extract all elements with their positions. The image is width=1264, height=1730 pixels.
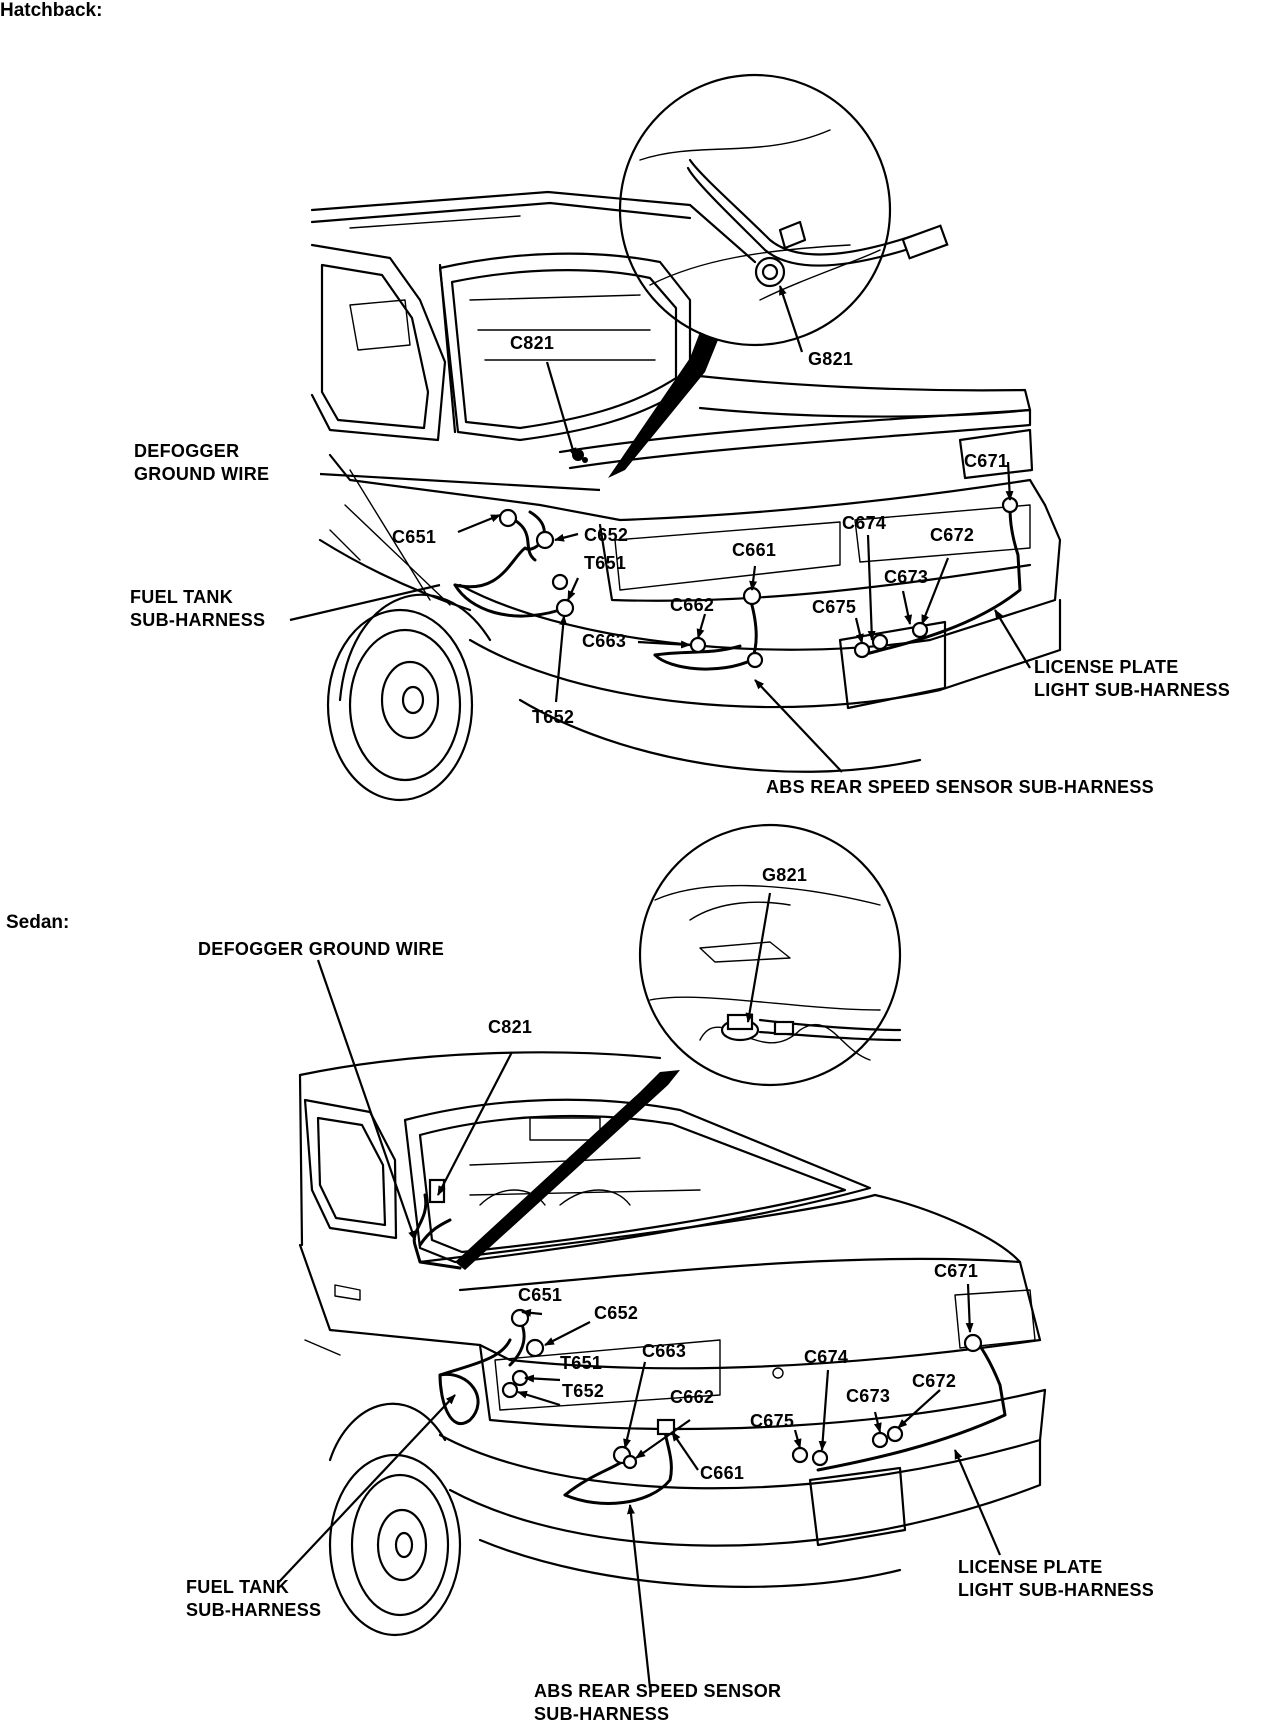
- sedan-c821-label: C821: [488, 1017, 533, 1037]
- hatchback-license-plate-light-sub-harness-label: LICENSE PLATE LIGHT SUB-HARNESS: [1034, 657, 1231, 700]
- sedan-c651-label: C651: [518, 1285, 563, 1305]
- sedan-abs-rear-speed-sensor-sub-harness-label: ABS REAR SPEED SENSOR SUB-HARNESS: [534, 1681, 782, 1724]
- sedan-leader-lines: [277, 892, 1002, 1689]
- hatchback-fuel-tank-sub-harness-label: FUEL TANK SUB-HARNESS: [130, 587, 266, 630]
- sedan-c662-label: C662: [670, 1387, 715, 1407]
- hatchback-c672-label: C672: [930, 525, 975, 545]
- sedan-c652-label: C652: [594, 1303, 639, 1323]
- sedan-c661-label: C661: [700, 1463, 745, 1483]
- hatchback-defogger-ground-wire-label: DEFOGGER GROUND WIRE: [134, 441, 270, 484]
- sedan-t652-label: T652: [562, 1381, 605, 1401]
- sedan-c674-label: C674: [804, 1347, 849, 1367]
- hatchback-g821-label: G821: [808, 349, 854, 369]
- hatchback-c652-label: C652: [584, 525, 629, 545]
- hatchback-g821-detail-inset: [608, 73, 949, 478]
- hatchback-c671-label: C671: [964, 451, 1009, 471]
- hatchback-c675-label: C675: [812, 597, 857, 617]
- sedan-c663-label: C663: [642, 1341, 687, 1361]
- hatchback-c651-label: C651: [392, 527, 437, 547]
- sedan-c671-label: C671: [934, 1261, 979, 1281]
- sedan-c672-label: C672: [912, 1371, 957, 1391]
- hatchback-c661-label: C661: [732, 540, 777, 560]
- sedan-harness-wires: [412, 1178, 1007, 1505]
- sedan-g821-label: G821: [762, 865, 808, 885]
- hatchback-car-illustration: [310, 190, 1062, 802]
- hatchback-c663-label: C663: [582, 631, 627, 651]
- hatchback-c673-label: C673: [884, 567, 929, 587]
- sedan-t651-label: T651: [560, 1353, 603, 1373]
- hatchback-abs-rear-speed-sensor-sub-harness-label: ABS REAR SPEED SENSOR SUB-HARNESS: [766, 777, 1154, 797]
- sedan-c675-label: C675: [750, 1411, 795, 1431]
- sedan-c673-label: C673: [846, 1386, 891, 1406]
- sedan-section-title: Sedan:: [6, 912, 70, 933]
- hatchback-t652-label: T652: [532, 707, 575, 727]
- sedan-car-illustration: [298, 1051, 1047, 1637]
- hatchback-leader-lines: [289, 285, 1031, 773]
- sedan-fuel-tank-sub-harness-label: FUEL TANK SUB-HARNESS: [186, 1577, 322, 1620]
- sedan-license-plate-light-sub-harness-label: LICENSE PLATE LIGHT SUB-HARNESS: [958, 1557, 1155, 1600]
- hatchback-harness-wires: [453, 449, 1022, 671]
- hatchback-t651-label: T651: [584, 553, 627, 573]
- hatchback-c674-label: C674: [842, 513, 887, 533]
- hatchback-section-title: Hatchback:: [0, 0, 103, 21]
- hatchback-c821-label: C821: [510, 333, 555, 353]
- sedan-g821-detail-inset: [455, 823, 902, 1270]
- sedan-defogger-ground-wire-label: DEFOGGER GROUND WIRE: [198, 939, 445, 959]
- hatchback-c662-label: C662: [670, 595, 715, 615]
